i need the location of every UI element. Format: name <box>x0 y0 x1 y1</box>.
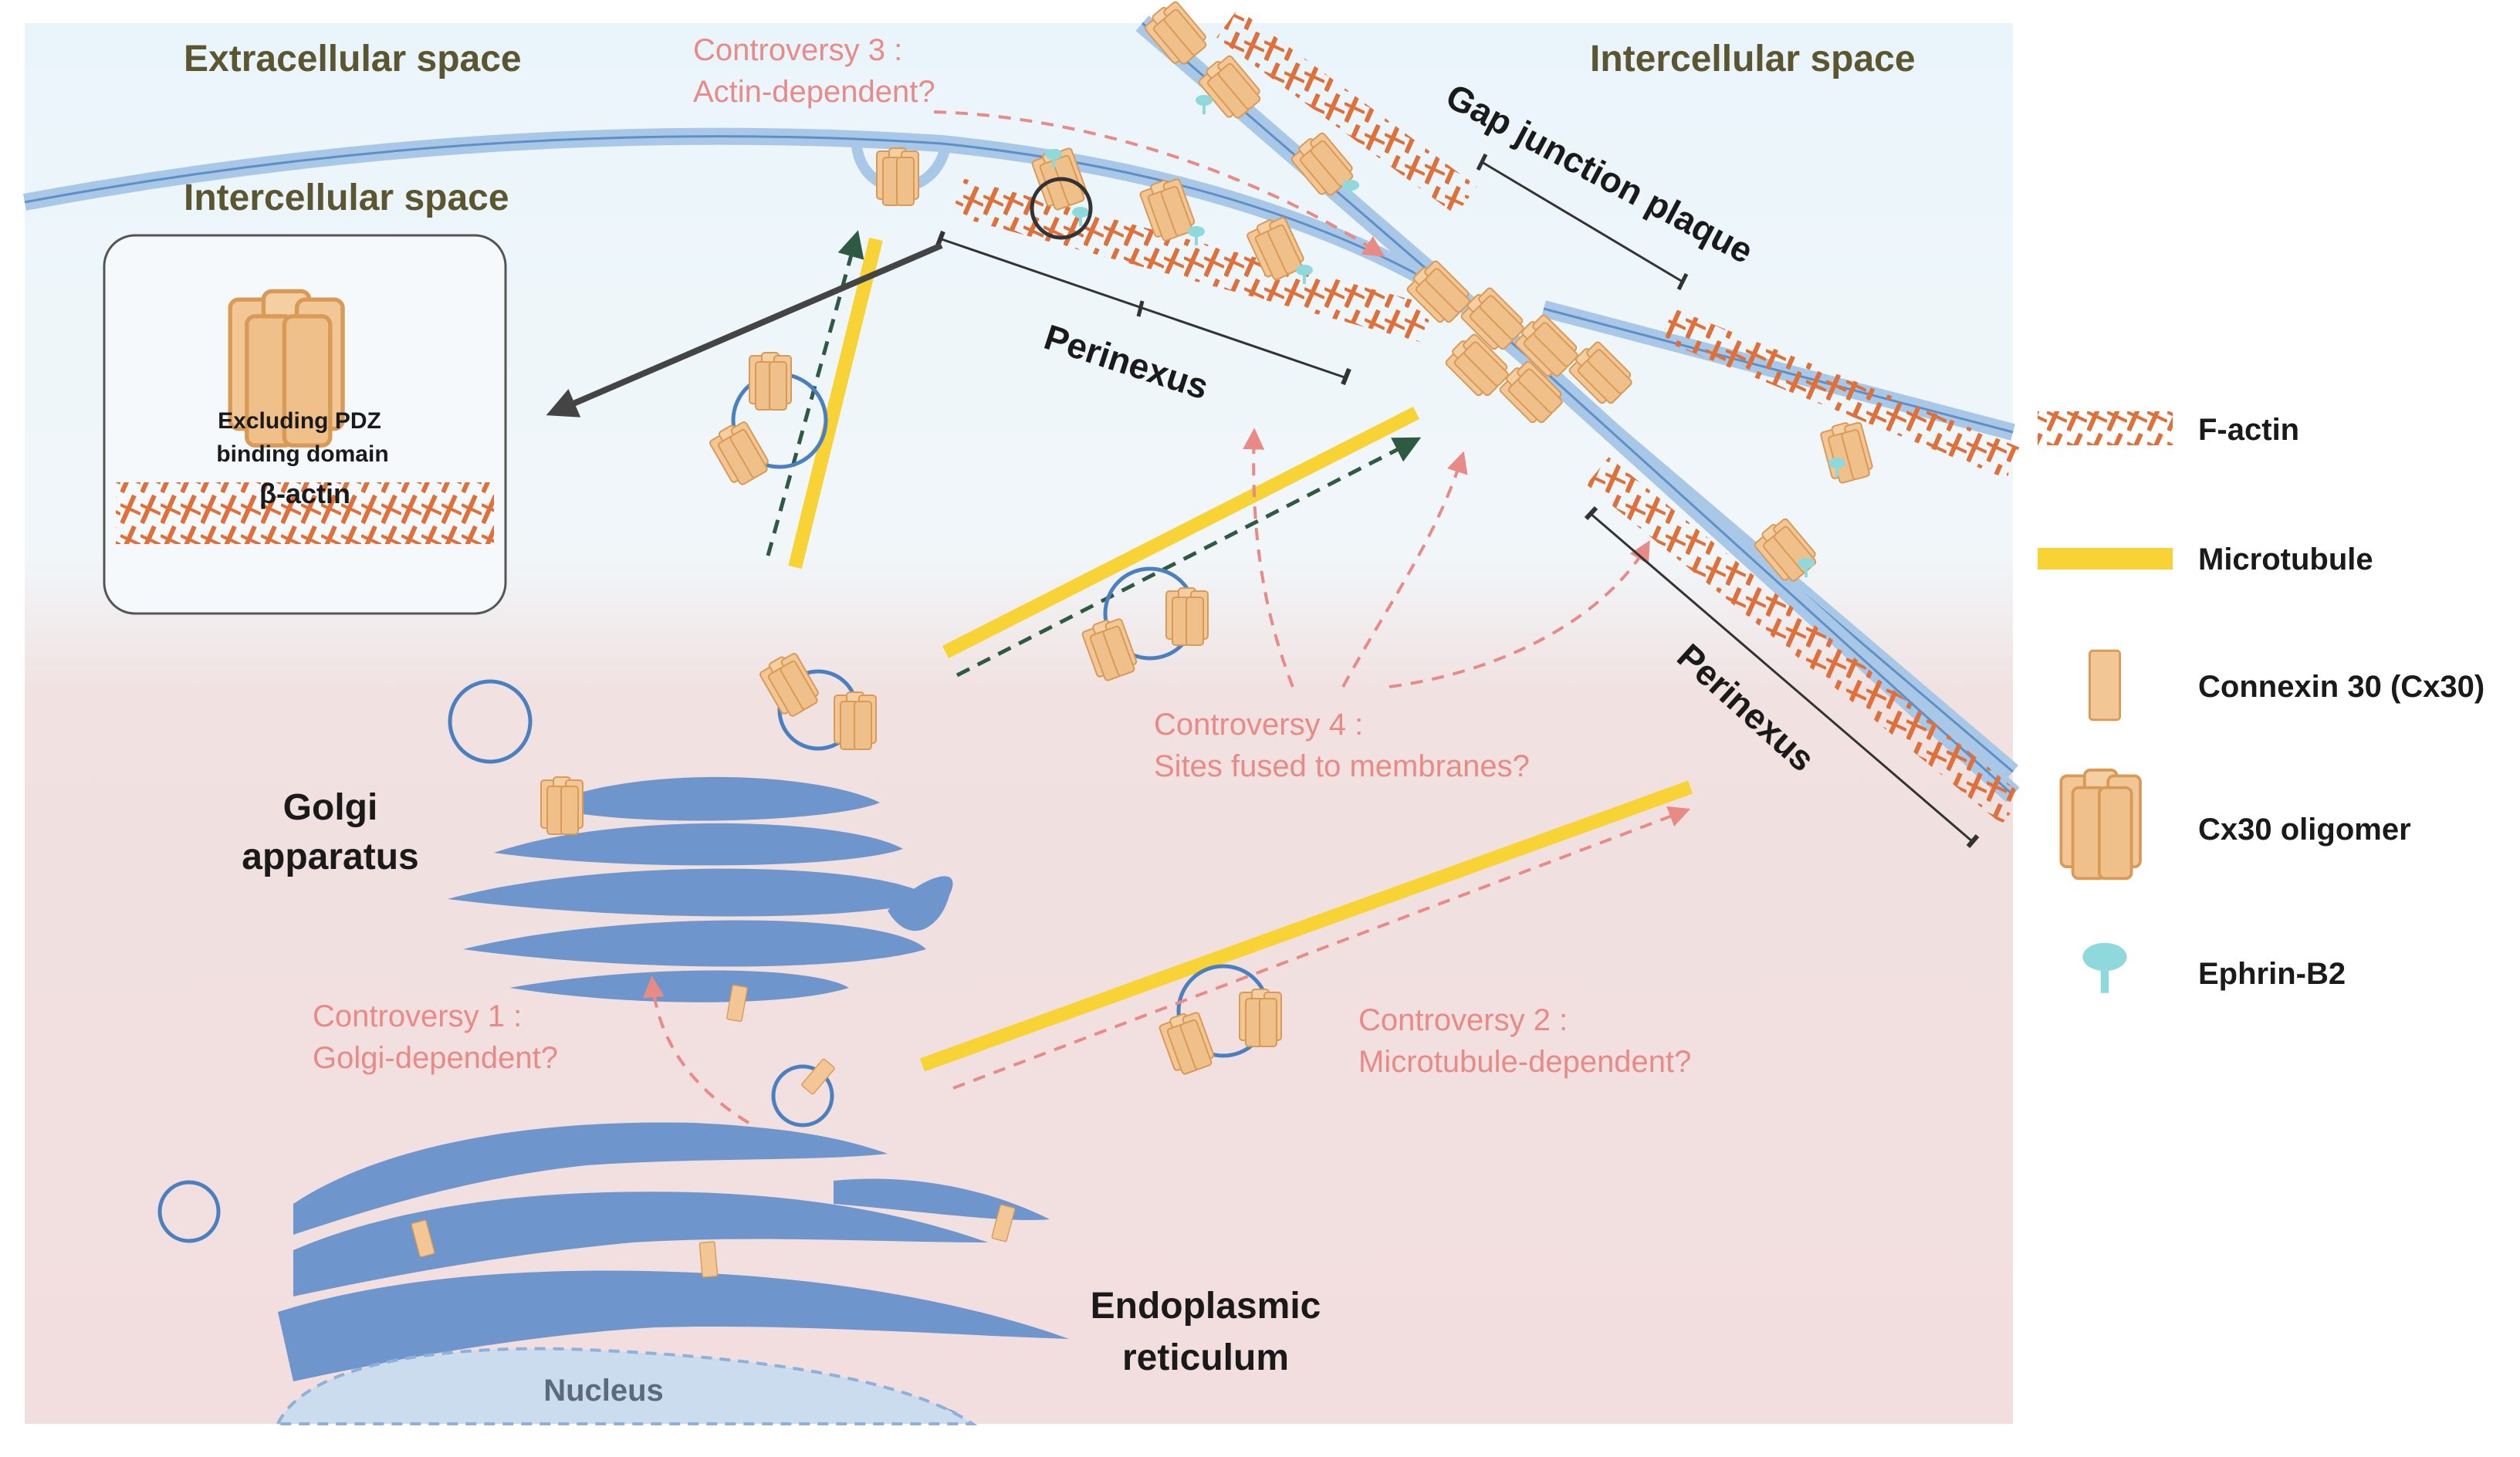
er-cargo-2 <box>698 1241 719 1278</box>
microtubules <box>788 237 1693 1072</box>
legend-item-oligomer: Cx30 oligomer <box>2059 768 2411 881</box>
oligomer-icon <box>2059 768 2142 881</box>
er-label-line2: reticulum <box>1122 1337 1289 1378</box>
microtubule-icon <box>2038 548 2173 570</box>
er-label-line1: Endoplasmic <box>1091 1286 1321 1327</box>
golgi-label-line1: Golgi <box>283 787 378 828</box>
controversy-3-line1: Controversy 3 : <box>693 33 902 67</box>
golgi-apparatus <box>448 776 953 1002</box>
transport-arrows <box>766 230 1422 678</box>
controversy-3-line2: Actin-dependent? <box>693 75 935 109</box>
controversy-2-line2: Microtubule-dependent? <box>1358 1045 1691 1079</box>
controversy-2-line1: Controversy 2 : <box>1358 1003 1568 1037</box>
legend-item-connexin: Connexin 30 (Cx30) <box>2088 649 2484 722</box>
golgi-oligomer <box>540 776 583 835</box>
inset-text-line1: Excluding PDZ <box>218 408 381 434</box>
legend-label-microtubule: Microtubule <box>2198 543 2373 576</box>
legend-item-ephrin: Ephrin-B2 <box>2082 943 2346 993</box>
inset-text-line2: binding domain <box>216 441 388 467</box>
legend-item-f-actin: F-actin <box>2038 411 2299 447</box>
legend-label-f-actin: F-actin <box>2198 413 2299 447</box>
controversy-arrows <box>642 110 1691 1124</box>
ephrin-icon <box>2082 943 2126 993</box>
inset-beta-actin-label: β-actin <box>259 478 350 509</box>
region-intercellular-top: Intercellular space <box>1590 39 1916 79</box>
legend-item-microtubule: Microtubule <box>2038 543 2373 576</box>
vesicles <box>157 352 1282 1243</box>
legend-label-ephrin: Ephrin-B2 <box>2198 957 2346 991</box>
controversy-1-line2: Golgi-dependent? <box>313 1041 558 1075</box>
nucleus-label: Nucleus <box>543 1374 664 1408</box>
region-extracellular: Extracellular space <box>184 39 522 79</box>
highlight-circle <box>1030 177 1093 240</box>
bracket-lines <box>546 153 1980 848</box>
legend-label-connexin: Connexin 30 (Cx30) <box>2198 670 2484 704</box>
controversy-4-line2: Sites fused to membranes? <box>1154 749 1530 783</box>
legend: F-actin Microtubule Connexin 30 (Cx30) C… <box>2038 411 2484 993</box>
region-intercellular-inset: Intercellular space <box>184 177 509 218</box>
legend-label-oligomer: Cx30 oligomer <box>2198 813 2411 847</box>
nucleus-shape <box>275 1347 978 1425</box>
controversy-1-line1: Controversy 1 : <box>313 999 522 1033</box>
connexin-icon <box>2088 649 2122 722</box>
f-actin-filaments <box>952 8 2024 824</box>
golgi-label-line2: apparatus <box>242 837 418 877</box>
controversy-4-line1: Controversy 4 : <box>1154 708 1363 742</box>
